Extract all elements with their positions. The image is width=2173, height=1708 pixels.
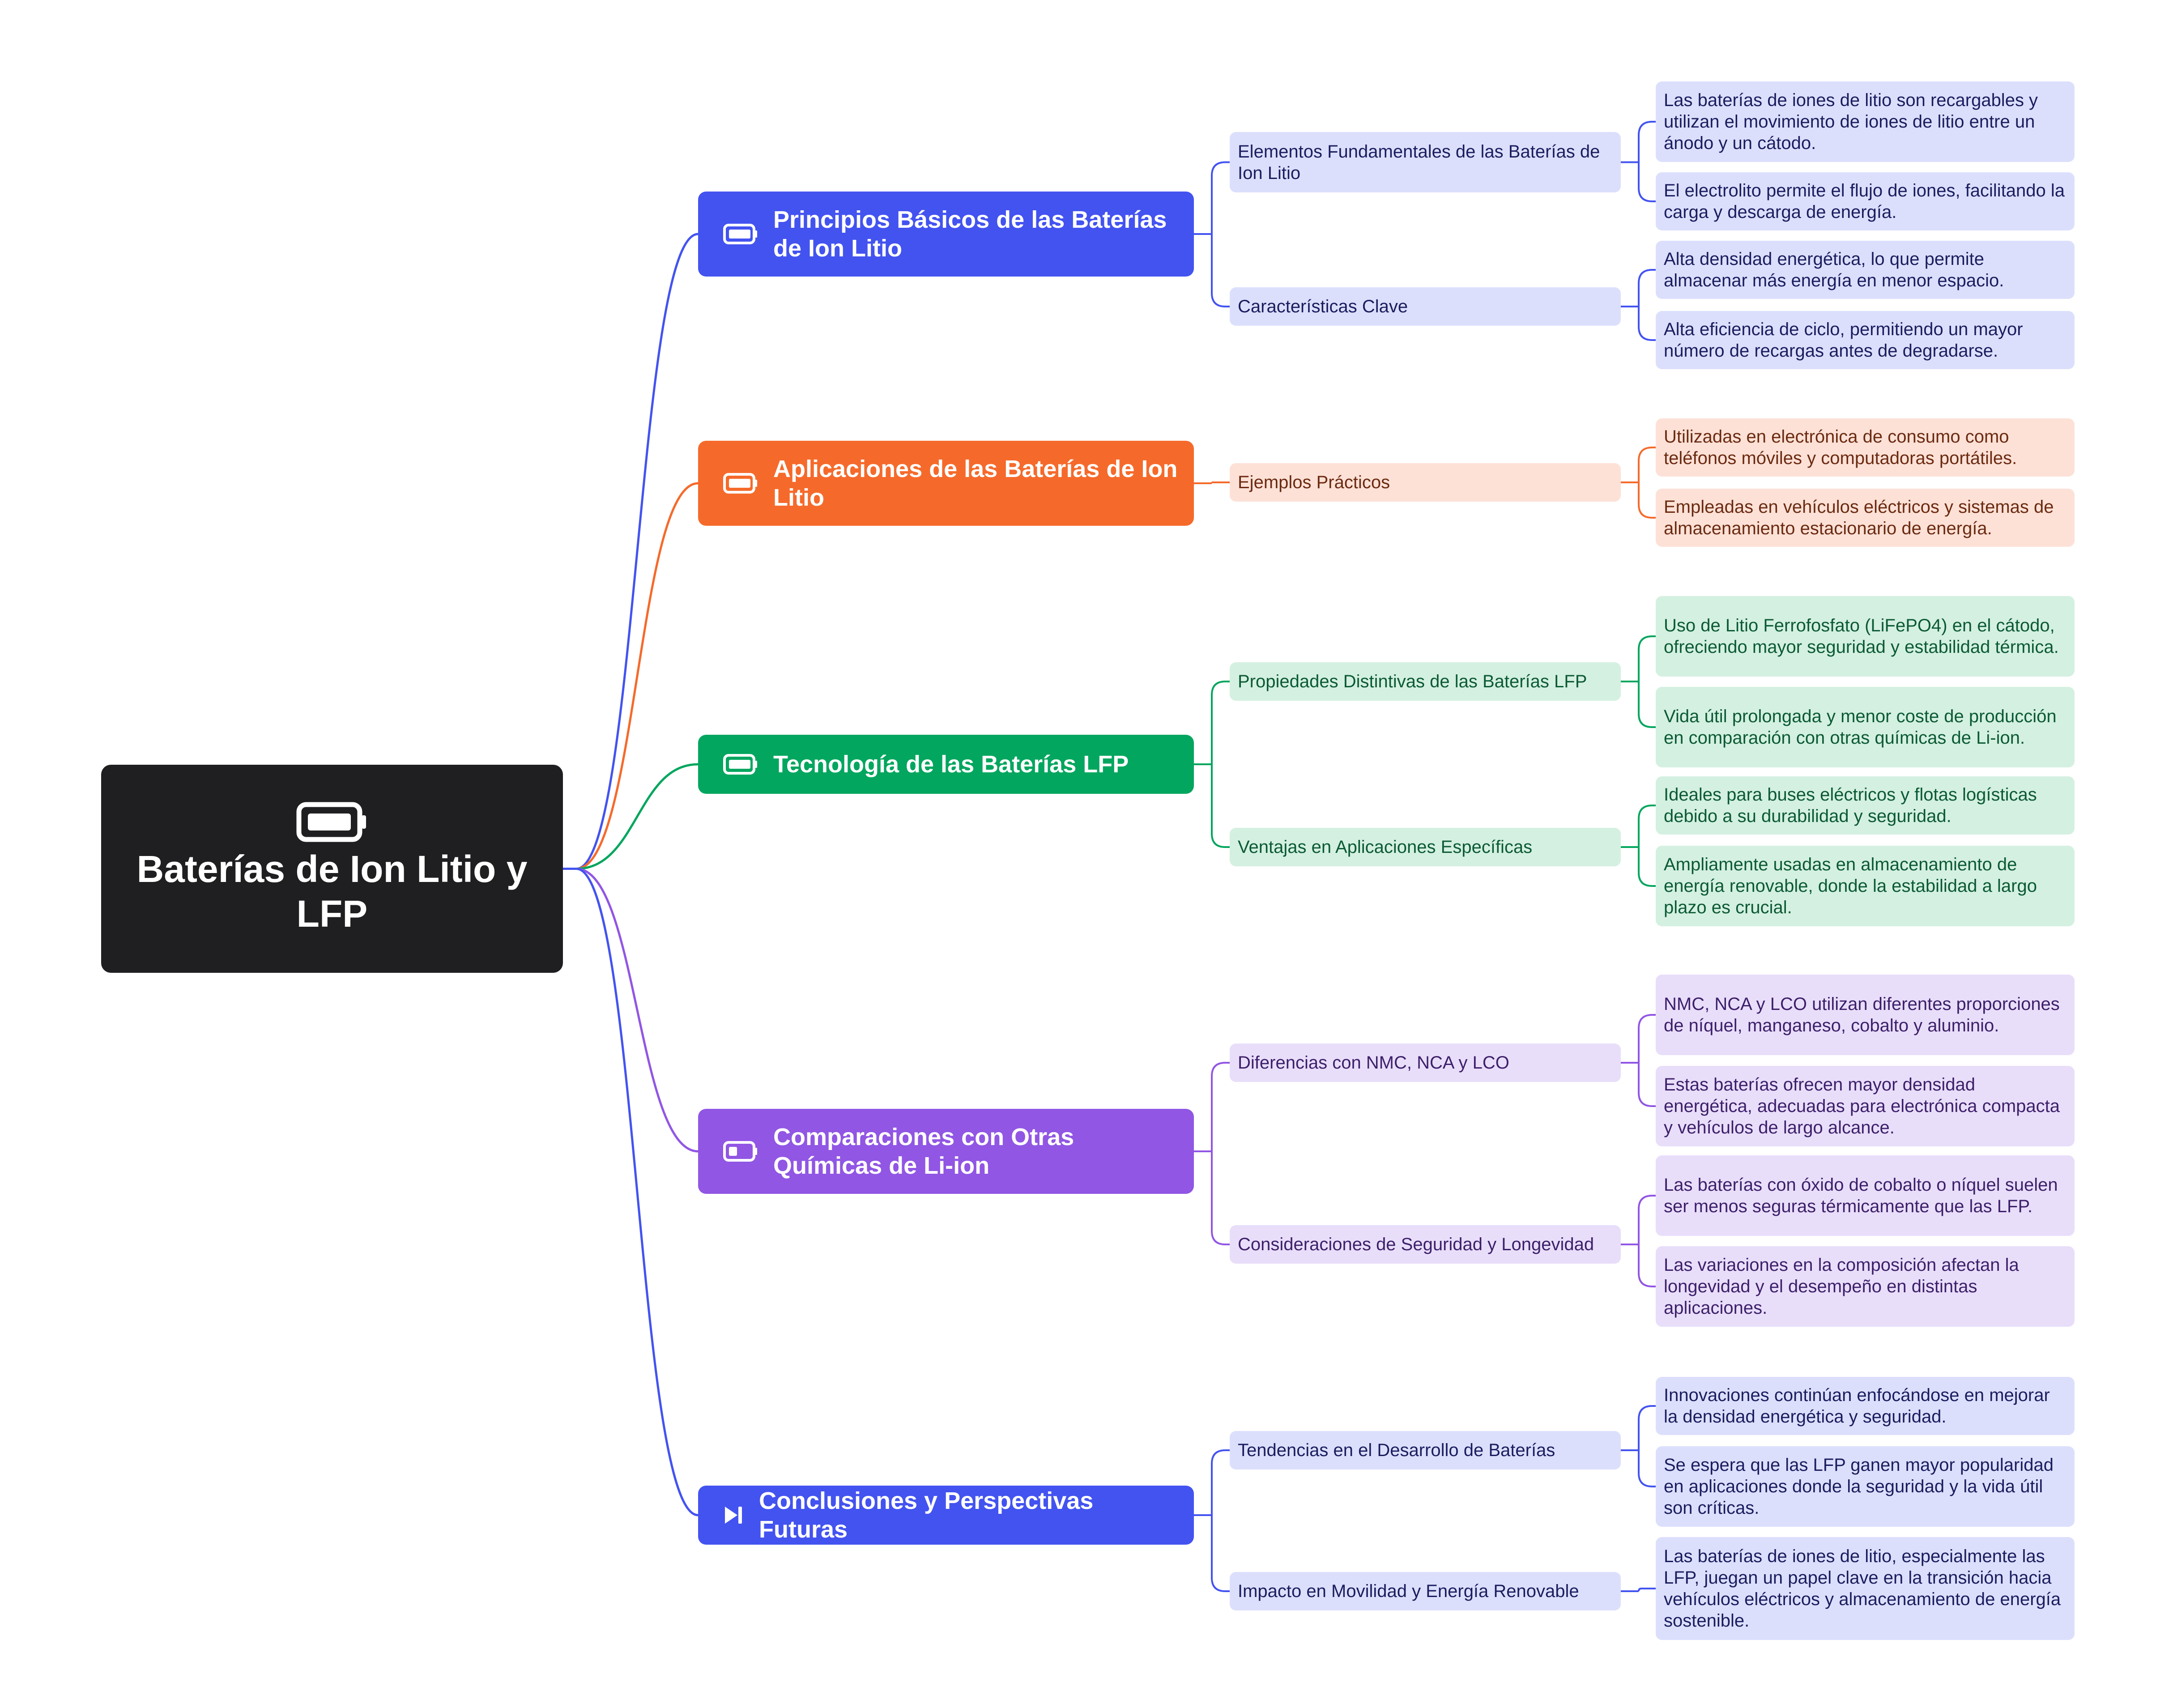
leaf-node[interactable]: Las baterías de iones de litio son recar… (1656, 81, 2075, 162)
branch-sub-connector (1194, 481, 1230, 484)
sub-leaf-connector (1621, 1405, 1656, 1487)
subtopic-node[interactable]: Ejemplos Prácticos (1230, 463, 1621, 502)
leaf-node[interactable]: NMC, NCA y LCO utilizan diferentes propo… (1656, 975, 2075, 1055)
leaf-node[interactable]: Utilizadas en electrónica de consumo com… (1656, 418, 2075, 477)
leaf-node[interactable]: Las baterías de iones de litio, especial… (1656, 1537, 2075, 1640)
branch-label: Comparaciones con Otras Químicas de Li-i… (773, 1124, 1074, 1179)
root-branch-connector (576, 233, 699, 870)
root-branch-connector (576, 868, 699, 1516)
subtopic-node[interactable]: Ventajas en Aplicaciones Específicas (1230, 828, 1621, 866)
root-branch-connector (576, 868, 699, 1153)
leaf-node[interactable]: Alta densidad energética, lo que permite… (1656, 241, 2075, 299)
battery-full-icon (296, 802, 366, 842)
subtopic-node[interactable]: Consideraciones de Seguridad y Longevida… (1230, 1225, 1621, 1264)
leaf-node[interactable]: Estas baterías ofrecen mayor densidad en… (1656, 1066, 2075, 1146)
subtopic-node[interactable]: Impacto en Movilidad y Energía Renovable (1230, 1572, 1621, 1610)
leaf-node[interactable]: Ideales para buses eléctricos y flotas l… (1656, 776, 2075, 835)
sub-leaf-connector (1621, 1014, 1656, 1107)
subtopic-node[interactable]: Elementos Fundamentales de las Baterías … (1230, 132, 1621, 192)
branch-label: Principios Básicos de las Baterías de Io… (773, 206, 1167, 262)
branch-label: Conclusiones y Perspectivas Futuras (759, 1487, 1094, 1543)
leaf-node[interactable]: Empleadas en vehículos eléctricos y sist… (1656, 489, 2075, 547)
leaf-node[interactable]: Se espera que las LFP ganen mayor popula… (1656, 1446, 2075, 1527)
root-title: Baterías de Ion Litio y LFP (136, 848, 528, 935)
subtopic-node[interactable]: Diferencias con NMC, NCA y LCO (1230, 1044, 1621, 1082)
leaf-node[interactable]: Las baterías con óxido de cobalto o níqu… (1656, 1155, 2075, 1236)
sub-leaf-connector (1621, 269, 1656, 341)
branch-node[interactable]: Comparaciones con Otras Químicas de Li-i… (698, 1109, 1194, 1194)
sub-leaf-connector (1621, 121, 1656, 202)
root-node[interactable]: Baterías de Ion Litio y LFP (101, 765, 563, 973)
leaf-node[interactable]: Las variaciones en la composición afecta… (1656, 1246, 2075, 1327)
branch-label: Aplicaciones de las Baterías de Ion Liti… (773, 456, 1178, 511)
leaf-node[interactable]: El electrolito permite el flujo de iones… (1656, 172, 2075, 230)
subtopic-node[interactable]: Propiedades Distintivas de las Baterías … (1230, 662, 1621, 701)
branch-node[interactable]: Conclusiones y Perspectivas Futuras (698, 1486, 1194, 1545)
root-branch-connector (576, 482, 699, 870)
sub-leaf-connector (1621, 1588, 1656, 1592)
battery-low-icon (723, 1141, 757, 1162)
leaf-node[interactable]: Vida útil prolongada y menor coste de pr… (1656, 687, 2075, 767)
skip-forward-icon (725, 1507, 742, 1524)
leaf-node[interactable]: Ampliamente usadas en almacenamiento de … (1656, 846, 2075, 926)
subtopic-node[interactable]: Características Clave (1230, 287, 1621, 326)
battery-full-icon (723, 754, 757, 775)
branch-sub-connector (1194, 1062, 1230, 1245)
branch-sub-connector (1194, 681, 1230, 848)
sub-leaf-connector (1621, 1195, 1656, 1287)
subtopic-node[interactable]: Tendencias en el Desarrollo de Baterías (1230, 1431, 1621, 1469)
root-branch-connector (576, 763, 699, 870)
branch-node[interactable]: Principios Básicos de las Baterías de Io… (698, 192, 1194, 277)
sub-leaf-connector (1621, 805, 1656, 887)
branch-node[interactable]: Tecnología de las Baterías LFP (698, 735, 1194, 794)
sub-leaf-connector (1621, 635, 1656, 728)
sub-leaf-connector (1621, 447, 1656, 519)
battery-full-icon (723, 224, 757, 244)
branch-node[interactable]: Aplicaciones de las Baterías de Ion Liti… (698, 441, 1194, 526)
leaf-node[interactable]: Uso de Litio Ferrofosfato (LiFePO4) en e… (1656, 596, 2075, 677)
leaf-node[interactable]: Alta eficiencia de ciclo, permitiendo un… (1656, 311, 2075, 369)
branch-sub-connector (1194, 161, 1230, 307)
leaf-node[interactable]: Innovaciones continúan enfocándose en me… (1656, 1377, 2075, 1435)
branch-sub-connector (1194, 1449, 1230, 1592)
branch-label: Tecnología de las Baterías LFP (773, 751, 1129, 778)
battery-full-icon (723, 473, 757, 494)
